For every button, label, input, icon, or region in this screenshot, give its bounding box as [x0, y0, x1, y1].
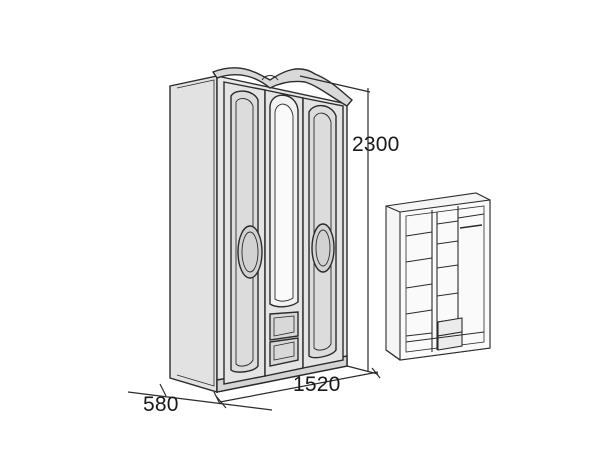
interior-bottom-shelf [405, 331, 485, 343]
depth-tick-right [213, 391, 221, 405]
center-drawer-inner-bottom [273, 341, 295, 361]
left-shelf-4 [405, 309, 433, 315]
right-hanging-rail [459, 224, 483, 229]
height-extension-top [299, 75, 371, 93]
width-dimension-label: 1520 [293, 373, 341, 396]
interior-carcass-front [399, 199, 491, 361]
middle-shelf-3 [436, 292, 459, 297]
center-drawer-inner-top [273, 315, 295, 337]
left-shelf-3 [405, 283, 433, 289]
left-shelf-5 [405, 332, 433, 337]
middle-shelf-2 [436, 264, 459, 269]
interior-bottom-edge [385, 349, 401, 361]
left-door-panel-inner [235, 98, 254, 367]
interior-schematic [385, 192, 491, 361]
left-shelf-1 [405, 231, 433, 237]
left-shelf-2 [405, 257, 433, 263]
right-door-panel-inner [313, 112, 332, 351]
wardrobe-crown [211, 67, 353, 107]
wardrobe-crown-ornament [261, 75, 279, 81]
right-door-medallion-inner [315, 229, 331, 267]
height-dimension-label: 2300 [352, 133, 400, 156]
right-top-shelf [457, 213, 485, 219]
interior-top-edge [385, 205, 401, 213]
interior-drawer-bottom [437, 331, 463, 351]
wardrobe-side-bevel [176, 79, 215, 387]
wardrobe-side-panel [169, 75, 218, 393]
width-dimension-line [219, 371, 379, 403]
right-door-medallion [311, 223, 335, 273]
middle-shelf-top [436, 220, 459, 225]
middle-shelf-1 [436, 240, 459, 245]
left-door-medallion-inner [241, 231, 259, 273]
depth-dimension-line [127, 391, 273, 411]
depth-dimension-label: 580 [143, 393, 179, 416]
depth-tick-left [159, 383, 167, 397]
dimension-lines [127, 75, 381, 411]
wardrobe-front-view [169, 67, 353, 393]
width-tick-right [371, 367, 381, 379]
mirror-glass [274, 103, 294, 302]
